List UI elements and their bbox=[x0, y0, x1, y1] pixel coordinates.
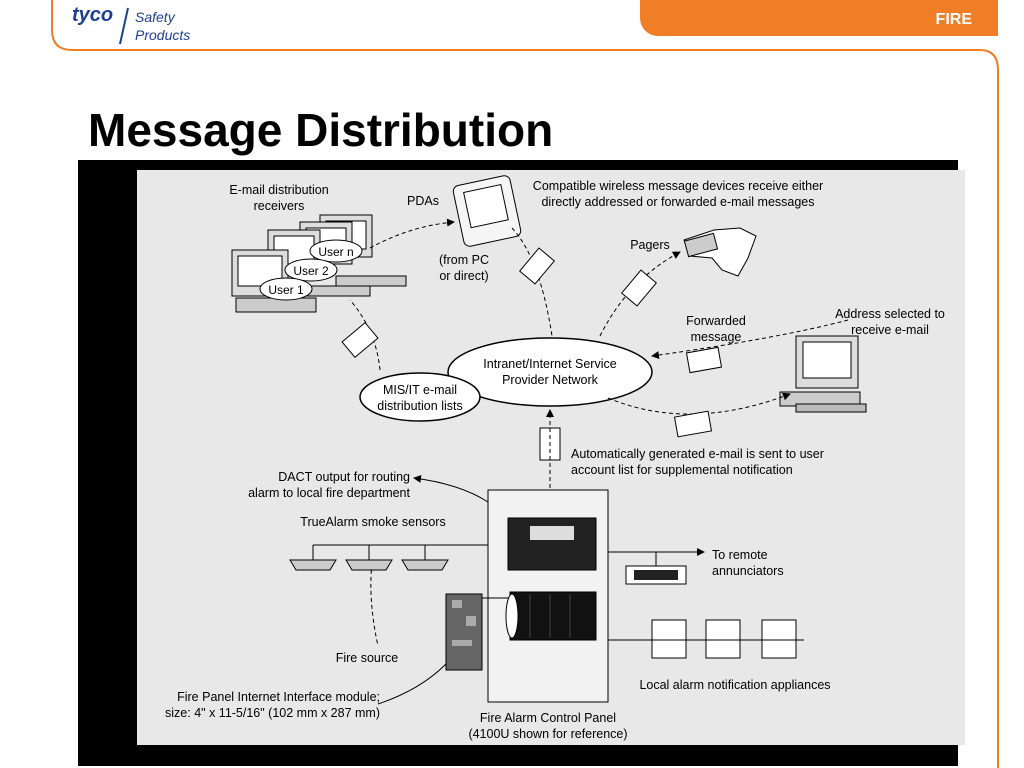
header-frame-line bbox=[51, 0, 999, 768]
mis-ellipse bbox=[359, 372, 481, 422]
interface-module-label: Fire Panel Internet Interface module; si… bbox=[165, 690, 380, 720]
user-2-label: User 2 bbox=[293, 264, 329, 278]
page-title: Message Distribution bbox=[88, 104, 554, 156]
logo-slash-icon bbox=[119, 7, 129, 45]
user-1-label: User 1 bbox=[268, 283, 304, 297]
network-ellipse bbox=[447, 337, 653, 407]
notification-appliance-icons bbox=[608, 619, 804, 659]
address-computer-icon bbox=[779, 335, 867, 413]
to-remote-label: To remote annunciators bbox=[712, 548, 784, 578]
truealarm-label: TrueAlarm smoke sensors bbox=[300, 515, 446, 529]
section-tab: FIRE bbox=[640, 0, 998, 36]
mis-lists-label: MIS/IT e-mail distribution lists bbox=[377, 383, 463, 413]
control-panel-label: Fire Alarm Control Panel (4100U shown fo… bbox=[468, 711, 628, 741]
pdas-label: PDAs bbox=[407, 194, 439, 208]
user-2-bubble bbox=[284, 258, 338, 282]
local-alarm-label: Local alarm notification appliances bbox=[639, 678, 831, 692]
fire-source-label: Fire source bbox=[335, 651, 399, 665]
auto-email-label: Automatically generated e-mail is sent t… bbox=[571, 447, 824, 477]
address-selected-label: Address selected to receive e-mail bbox=[835, 307, 945, 337]
dact-output-label: DACT output for routing alarm to local f… bbox=[248, 470, 410, 500]
network-label: Intranet/Internet Service Provider Netwo… bbox=[483, 357, 617, 387]
email-receivers-label: E-mail distribution receivers bbox=[229, 183, 329, 213]
dact-arrow bbox=[413, 474, 489, 503]
section-tab-label: FIRE bbox=[935, 11, 972, 28]
smoke-sensor-icons bbox=[289, 544, 488, 571]
tyco-logo: tyco bbox=[72, 4, 114, 26]
user-n-label: User n bbox=[318, 245, 354, 259]
logo-subtitle: Safety Products bbox=[135, 8, 190, 44]
annunciator-display bbox=[634, 570, 678, 580]
module-callout bbox=[377, 663, 447, 705]
control-panel-icon bbox=[487, 489, 609, 703]
logo-subtitle-line2: Products bbox=[135, 27, 191, 43]
user-n-bubble bbox=[309, 239, 363, 263]
pda-icon bbox=[452, 175, 522, 247]
logo-subtitle-line1: Safety bbox=[135, 9, 175, 25]
pager-icon bbox=[683, 227, 757, 277]
pagers-label: Pagers bbox=[630, 238, 670, 252]
from-pc-label: (from PC or direct) bbox=[439, 253, 489, 283]
user-1-bubble bbox=[259, 277, 313, 301]
compatible-devices-label: Compatible wireless message devices rece… bbox=[532, 179, 824, 209]
forwarded-message-label: Forwarded message bbox=[686, 314, 746, 344]
interface-module-icon bbox=[445, 593, 483, 671]
